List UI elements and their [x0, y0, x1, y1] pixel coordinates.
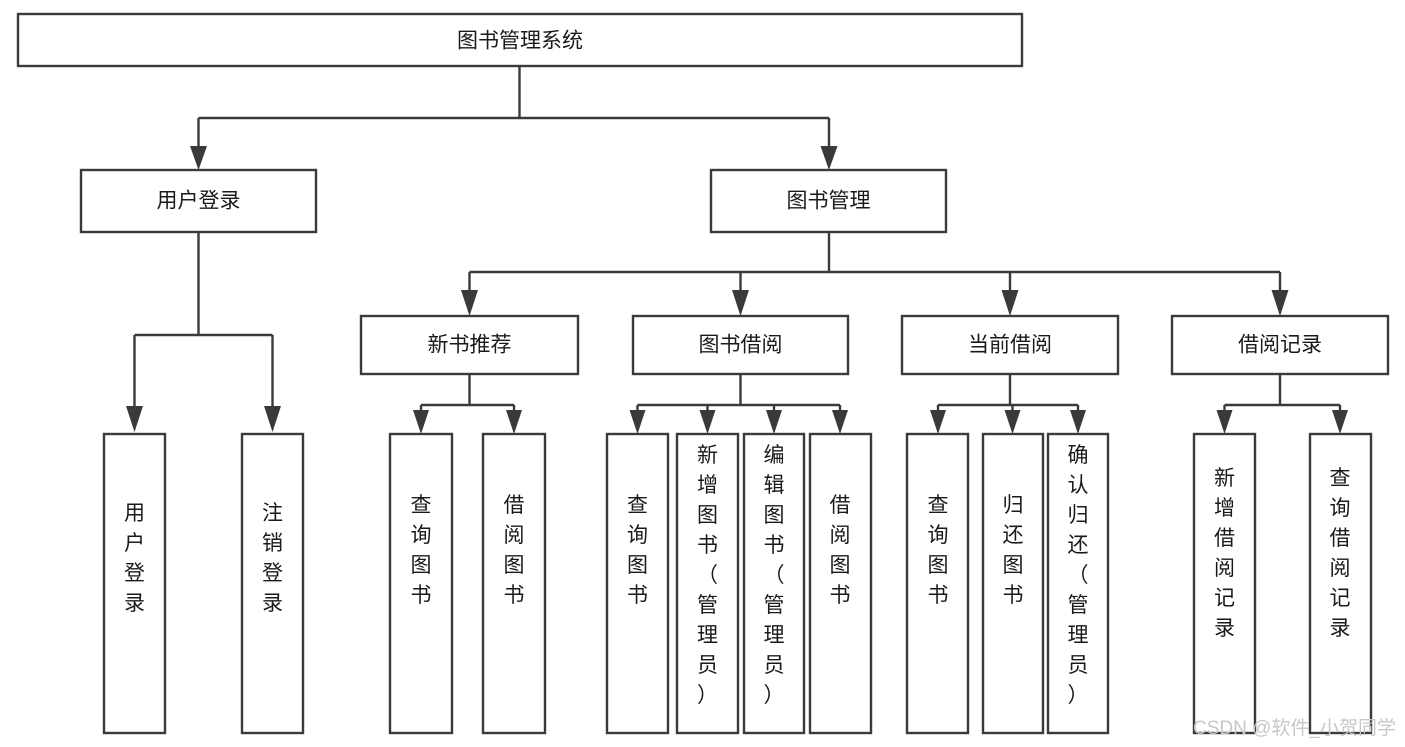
node-leaf-return-book[interactable]: 归还图书	[981, 432, 1045, 735]
node-book-borrow-box[interactable]	[631, 314, 850, 376]
arrow-head-book-borrow	[732, 290, 749, 316]
node-leaf-query-record[interactable]: 查询借阅记录	[1308, 432, 1373, 735]
arrow-head-borrow-record	[1271, 290, 1289, 316]
arrow-head-book-management	[820, 146, 838, 170]
arrow-head-leaf-edit-book	[766, 410, 782, 434]
arrow-head-leaf-borrow-book-2	[832, 410, 848, 434]
node-leaf-edit-book[interactable]: 编辑图书（管理员）	[742, 432, 806, 735]
node-leaf-query-book-2-box[interactable]	[605, 432, 670, 735]
arrow-head-leaf-query-record	[1332, 410, 1348, 434]
arrow-head-user-login	[190, 146, 207, 170]
node-user-login-box[interactable]	[79, 168, 318, 234]
node-book-management[interactable]: 图书管理	[709, 168, 948, 234]
node-book-management-label: 图书管理	[787, 190, 871, 213]
node-new-book-recommend[interactable]: 新书推荐	[359, 314, 580, 376]
node-leaf-query-book-2[interactable]: 查询图书	[605, 432, 670, 735]
arrow-head-current-borrow	[1001, 290, 1019, 316]
node-user-login[interactable]: 用户登录	[79, 168, 318, 234]
node-leaf-borrow-book-1-label: 借阅图书	[504, 494, 525, 607]
node-leaf-edit-book-label: 编辑图书（管理员）	[764, 444, 785, 707]
node-borrow-record-label: 借阅记录	[1238, 334, 1322, 357]
node-leaf-add-book-box[interactable]	[675, 432, 740, 735]
node-leaf-query-book-3-label: 查询图书	[928, 494, 949, 607]
node-current-borrow-box[interactable]	[900, 314, 1120, 376]
node-leaf-borrow-book-2-box[interactable]	[808, 432, 873, 735]
node-book-borrow[interactable]: 图书借阅	[631, 314, 850, 376]
node-leaf-query-book-1[interactable]: 查询图书	[388, 432, 454, 735]
connector-layer	[126, 66, 1348, 434]
node-current-borrow-label: 当前借阅	[968, 334, 1052, 357]
node-leaf-query-book-1-label: 查询图书	[411, 494, 432, 607]
arrow-head-leaf-add-book	[699, 410, 716, 434]
node-leaf-confirm-return[interactable]: 确认归还（管理员）	[1046, 432, 1110, 735]
csdn-watermark: CSDN @软件_小贺同学	[1193, 717, 1396, 739]
arrow-head-leaf-add-record	[1216, 410, 1233, 434]
node-leaf-user-logout[interactable]: 注销登录	[240, 432, 305, 735]
arrow-head-leaf-borrow-book-1	[506, 410, 522, 434]
node-leaf-user-logout-label: 注销登录	[262, 502, 283, 615]
node-leaf-query-book-1-box[interactable]	[388, 432, 454, 735]
node-book-borrow-label: 图书借阅	[699, 334, 783, 357]
node-leaf-return-book-label: 归还图书	[1003, 494, 1024, 607]
arrow-head-leaf-user-login	[126, 406, 143, 432]
arrow-head-leaf-query-book-1	[413, 410, 429, 434]
node-new-book-recommend-label: 新书推荐	[428, 334, 512, 357]
node-leaf-borrow-book-1[interactable]: 借阅图书	[481, 432, 547, 735]
node-leaf-user-login-label: 用户登录	[124, 502, 145, 615]
node-root-label: 图书管理系统	[457, 30, 583, 53]
node-root[interactable]: 图书管理系统	[16, 12, 1024, 68]
arrow-head-leaf-return-book	[1004, 410, 1021, 434]
node-leaf-query-book-3-box[interactable]	[905, 432, 970, 735]
node-leaf-add-book-label: 新增图书（管理员）	[697, 444, 718, 707]
node-root-box[interactable]	[16, 12, 1024, 68]
node-current-borrow[interactable]: 当前借阅	[900, 314, 1120, 376]
node-borrow-record[interactable]: 借阅记录	[1170, 314, 1390, 376]
arrow-head-leaf-user-logout	[264, 406, 281, 432]
node-leaf-return-book-box[interactable]	[981, 432, 1045, 735]
node-leaf-user-login[interactable]: 用户登录	[102, 432, 167, 735]
node-leaf-query-record-label: 查询借阅记录	[1330, 467, 1351, 640]
node-leaf-confirm-return-box[interactable]	[1046, 432, 1110, 735]
node-leaf-add-record-box[interactable]	[1192, 432, 1257, 735]
node-leaf-query-book-3[interactable]: 查询图书	[905, 432, 970, 735]
node-borrow-record-box[interactable]	[1170, 314, 1390, 376]
arrow-head-leaf-query-book-2	[629, 410, 646, 434]
node-leaf-confirm-return-label: 确认归还（管理员）	[1068, 444, 1089, 707]
arrow-head-leaf-confirm-return	[1070, 410, 1086, 434]
node-leaf-add-record[interactable]: 新增借阅记录	[1192, 432, 1257, 735]
arrow-head-leaf-query-book-3	[930, 410, 946, 434]
node-leaf-add-book[interactable]: 新增图书（管理员）	[675, 432, 740, 735]
arrow-head-new-book-recommend	[461, 290, 478, 316]
node-leaf-borrow-book-1-box[interactable]	[481, 432, 547, 735]
node-leaf-query-book-2-label: 查询图书	[627, 494, 648, 607]
node-user-login-label: 用户登录	[157, 190, 241, 213]
node-leaf-edit-book-box[interactable]	[742, 432, 806, 735]
node-new-book-recommend-box[interactable]	[359, 314, 580, 376]
node-leaf-query-record-box[interactable]	[1308, 432, 1373, 735]
node-book-management-box[interactable]	[709, 168, 948, 234]
node-leaf-user-login-box[interactable]	[102, 432, 167, 735]
node-leaf-user-logout-box[interactable]	[240, 432, 305, 735]
node-leaf-borrow-book-2-label: 借阅图书	[830, 494, 851, 607]
node-leaf-add-record-label: 新增借阅记录	[1214, 467, 1235, 640]
node-leaf-borrow-book-2[interactable]: 借阅图书	[808, 432, 873, 735]
